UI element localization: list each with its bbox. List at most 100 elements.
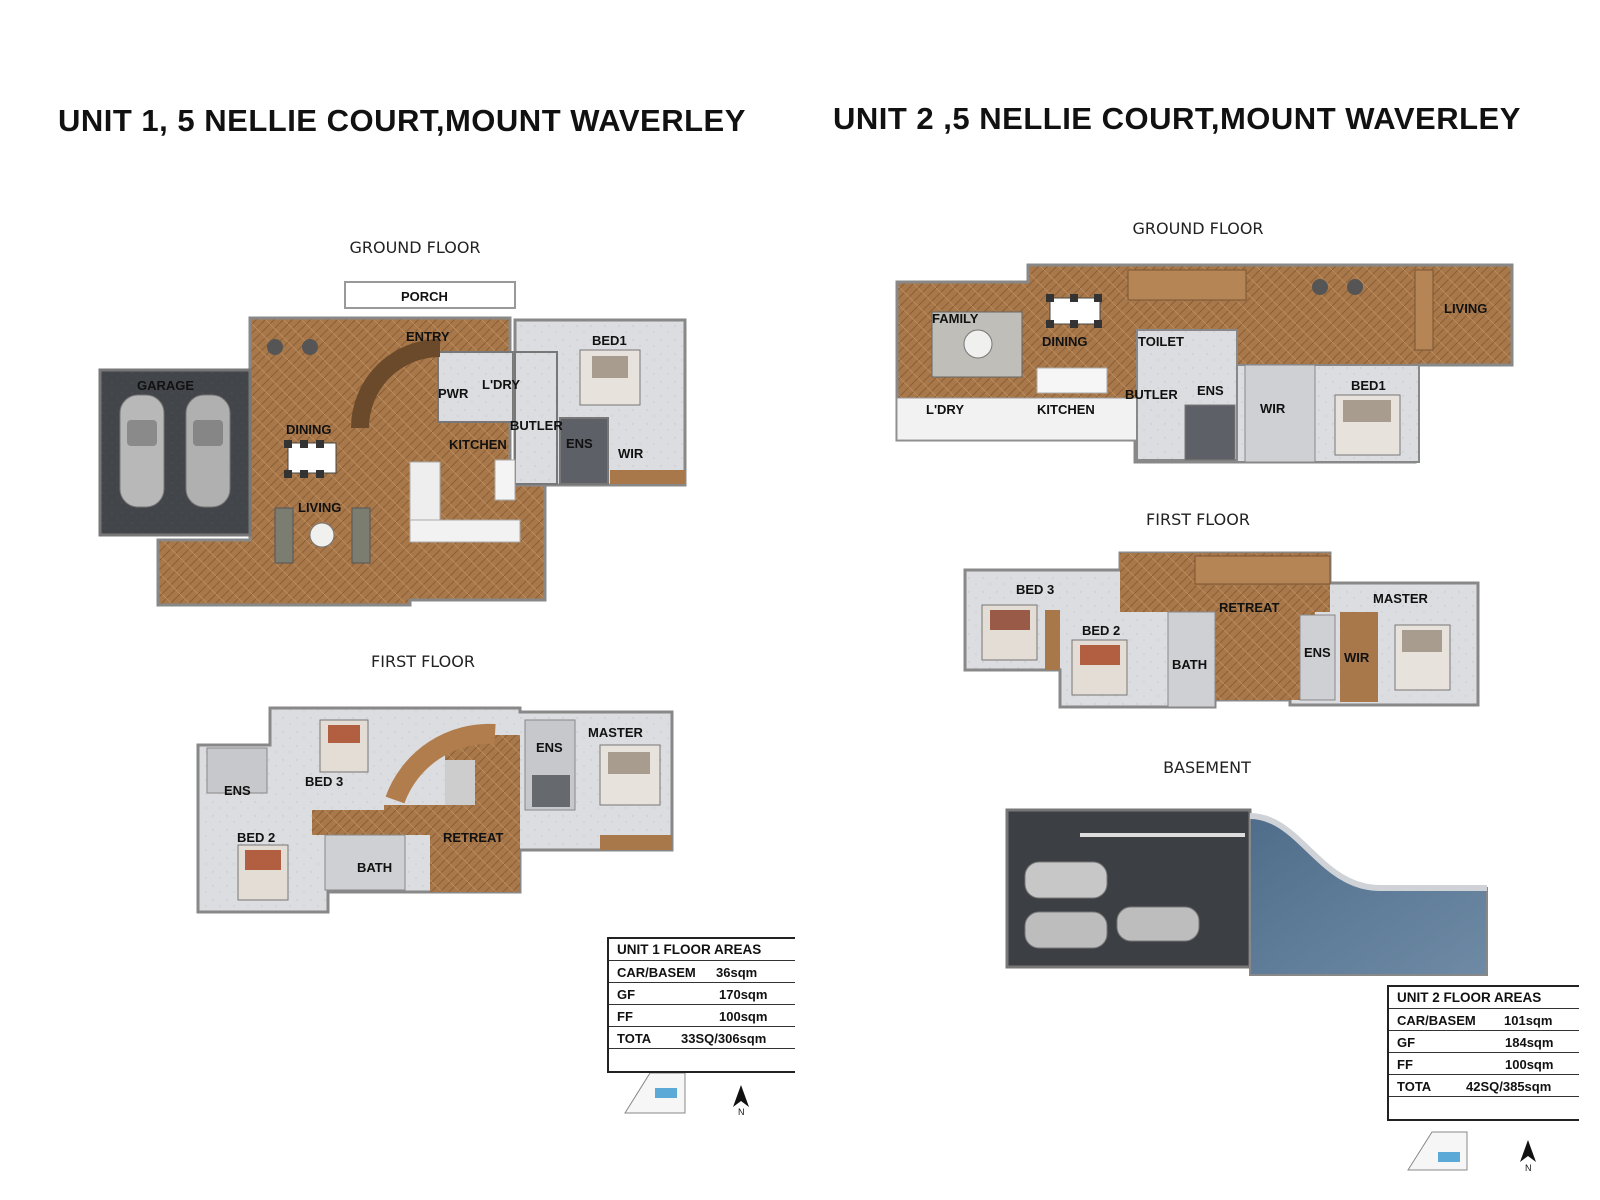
car-icon	[1024, 861, 1108, 899]
bed-icon	[1071, 639, 1128, 696]
room-label-pwr: PWR	[438, 386, 469, 401]
area-value: 100sqm	[719, 1009, 768, 1024]
dining-table-icon	[1046, 294, 1102, 328]
unit1-first-floor-label: FIRST FLOOR	[371, 652, 475, 671]
room-label-ens: ENS	[1304, 645, 1331, 660]
area-value: 33SQ/306sqm	[681, 1031, 767, 1046]
table-row: FF 100sqm	[1389, 1053, 1579, 1075]
room-label-kitchen: KITCHEN	[1037, 402, 1095, 417]
room-label-porch: PORCH	[401, 289, 448, 304]
table-row: GF 170sqm	[609, 983, 795, 1005]
car-icon	[119, 394, 165, 508]
table-row: GF 184sqm	[1389, 1031, 1579, 1053]
room-label-wir: WIR	[1344, 650, 1370, 665]
table-row: FF 100sqm	[609, 1005, 795, 1027]
room-label-bath: BATH	[1172, 657, 1208, 672]
sofa-icon	[931, 311, 1023, 378]
north-label: N	[1525, 1163, 1532, 1173]
unit1-ground-floor-label: GROUND FLOOR	[349, 238, 481, 257]
area-label: GF	[617, 987, 636, 1002]
room-label-dining: DINING	[286, 422, 332, 437]
dining-table-icon	[284, 440, 337, 478]
bed-icon	[579, 349, 641, 406]
table-row: CAR/BASEM 36sqm	[609, 961, 795, 983]
room-label-family: FAMILY	[932, 311, 979, 326]
unit2-floor-areas-table: UNIT 2 FLOOR AREAS CAR/BASEM 101sqm GF 1…	[1387, 985, 1579, 1121]
area-label: GF	[1397, 1035, 1416, 1050]
unit1-title: UNIT 1, 5 NELLIE COURT,MOUNT WAVERLEY	[58, 103, 746, 138]
unit2-basement-label: BASEMENT	[1163, 758, 1251, 777]
room-label-living: LIVING	[298, 500, 342, 515]
room-label-master: MASTER	[1373, 591, 1428, 606]
table-row	[1389, 1097, 1579, 1119]
room-label-bed3: BED 3	[305, 774, 344, 789]
room-label-toilet: TOILET	[1138, 334, 1184, 349]
room-label-bed1: BED1	[1351, 378, 1386, 393]
room-label-butler: BUTLER	[510, 418, 563, 433]
room-label-ens-left: ENS	[224, 783, 251, 798]
room-label-bath: BATH	[357, 860, 393, 875]
area-value: 42SQ/385sqm	[1466, 1079, 1552, 1094]
table-row: TOTA 33SQ/306sqm	[609, 1027, 795, 1049]
area-value: 101sqm	[1504, 1013, 1553, 1028]
area-label: FF	[617, 1009, 633, 1024]
site-plan-thumbnail	[1407, 1131, 1468, 1171]
room-label-bed3: BED 3	[1016, 582, 1055, 597]
room-label-ldry: L'DRY	[482, 377, 520, 392]
room-label-wir: WIR	[618, 446, 644, 461]
room-label-bed2: BED 2	[237, 830, 276, 845]
bed-icon	[981, 604, 1038, 661]
room-label-bed1: BED1	[592, 333, 627, 348]
area-label: CAR/BASEM	[1397, 1013, 1476, 1028]
room-label-master: MASTER	[588, 725, 643, 740]
table-heading: UNIT 1 FLOOR AREAS	[617, 942, 762, 957]
room-label-retreat: RETREAT	[443, 830, 504, 845]
north-arrow-icon	[733, 1085, 749, 1107]
unit2-ground-floor-label: GROUND FLOOR	[1132, 219, 1264, 238]
room-label-living: LIVING	[1444, 301, 1488, 316]
table-row: UNIT 2 FLOOR AREAS	[1389, 987, 1579, 1009]
area-value: 184sqm	[1505, 1035, 1554, 1050]
room-label-bed2: BED 2	[1082, 623, 1121, 638]
area-label: CAR/BASEM	[617, 965, 696, 980]
car-icon	[1116, 906, 1200, 942]
room-label-garage: GARAGE	[137, 378, 195, 393]
room-label-retreat: RETREAT	[1219, 600, 1280, 615]
unit1-floor-areas-table: UNIT 1 FLOOR AREAS CAR/BASEM 36sqm GF 17…	[607, 937, 795, 1073]
bed-icon	[319, 719, 369, 773]
area-label: TOTA	[617, 1031, 652, 1046]
area-value: 100sqm	[1505, 1057, 1554, 1072]
room-label-wir: WIR	[1260, 401, 1286, 416]
room-label-entry: ENTRY	[406, 329, 450, 344]
bed-icon	[237, 844, 289, 901]
unit2-title: UNIT 2 ,5 NELLIE COURT,MOUNT WAVERLEY	[833, 101, 1521, 136]
unit2-first-floor-plan	[963, 551, 1480, 709]
room-label-kitchen: KITCHEN	[449, 437, 507, 452]
unit2-first-floor-label: FIRST FLOOR	[1146, 510, 1250, 529]
bed-icon	[1394, 624, 1451, 691]
room-label-ens: ENS	[1197, 383, 1224, 398]
car-icon	[185, 394, 231, 508]
north-arrow-icon	[1520, 1140, 1536, 1162]
unit1-first-floor-plan	[196, 706, 674, 914]
bed-icon	[599, 744, 661, 806]
room-label-ens-right: ENS	[536, 740, 563, 755]
room-label-ens: ENS	[566, 436, 593, 451]
table-row	[609, 1049, 795, 1071]
table-heading: UNIT 2 FLOOR AREAS	[1397, 990, 1542, 1005]
area-value: 36sqm	[716, 965, 758, 980]
room-label-dining: DINING	[1042, 334, 1088, 349]
area-label: FF	[1397, 1057, 1413, 1072]
area-label: TOTA	[1397, 1079, 1432, 1094]
unit2-basement-plan	[1005, 808, 1488, 976]
table-row: TOTA 42SQ/385sqm	[1389, 1075, 1579, 1097]
unit1-ground-floor-plan	[98, 281, 687, 607]
area-value: 170sqm	[719, 987, 768, 1002]
table-row: CAR/BASEM 101sqm	[1389, 1009, 1579, 1031]
room-label-ldry: L'DRY	[926, 402, 964, 417]
north-label: N	[738, 1107, 745, 1117]
room-label-butler: BUTLER	[1125, 387, 1178, 402]
site-plan-thumbnail	[624, 1072, 686, 1114]
bed-icon	[1334, 394, 1401, 456]
